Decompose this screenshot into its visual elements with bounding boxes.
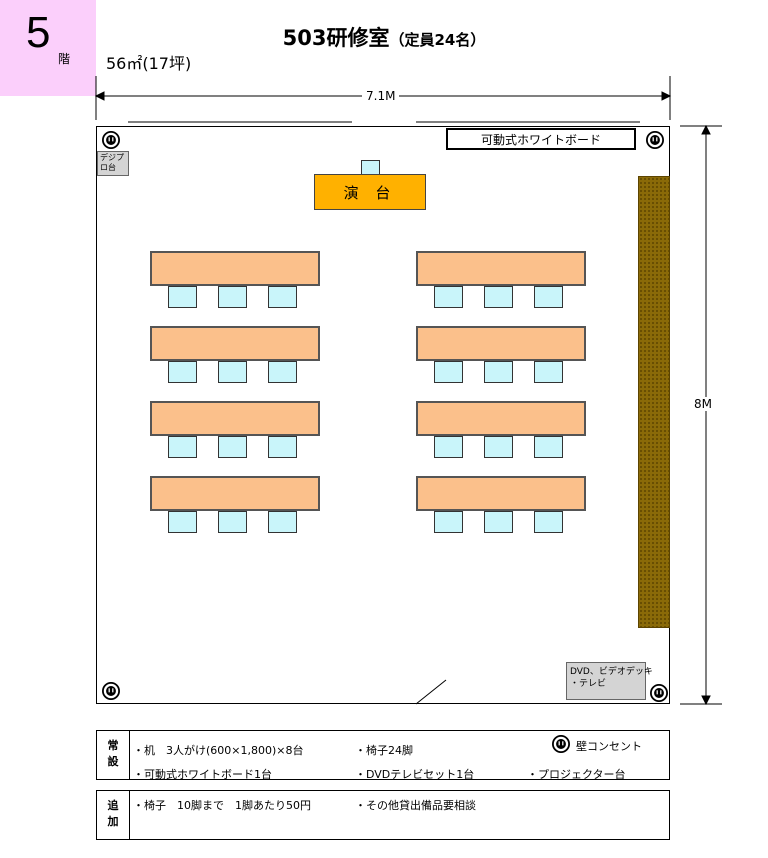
table-divider bbox=[129, 790, 130, 840]
chair bbox=[218, 436, 247, 458]
chair bbox=[168, 511, 197, 533]
podium: 演 台 bbox=[314, 174, 426, 210]
desk bbox=[150, 401, 320, 436]
wall-outlet-icon bbox=[102, 682, 120, 700]
room-name: 503研修室 bbox=[282, 26, 390, 50]
desk bbox=[150, 476, 320, 511]
legend-item: ・その他貸出備品要相談 bbox=[355, 799, 476, 812]
chair bbox=[434, 286, 463, 308]
chair bbox=[268, 286, 297, 308]
desk bbox=[150, 251, 320, 286]
chair bbox=[534, 361, 563, 383]
chair bbox=[268, 436, 297, 458]
additional-equipment-table bbox=[96, 790, 670, 840]
legend-item: ・椅子 10脚まで 1脚あたり50円 bbox=[133, 799, 311, 812]
chair bbox=[434, 511, 463, 533]
room-area: 56㎡(17坪) bbox=[106, 54, 192, 73]
permanent-header: 常 設 bbox=[107, 739, 119, 768]
chair bbox=[534, 286, 563, 308]
chair bbox=[218, 511, 247, 533]
whiteboard: 可動式ホワイトボード bbox=[446, 128, 636, 150]
legend-item: ・椅子24脚 bbox=[355, 744, 413, 757]
legend-item: ・DVDテレビセット1台 bbox=[355, 768, 475, 781]
chair bbox=[484, 436, 513, 458]
chair bbox=[268, 511, 297, 533]
digipro-stand: デジプ ロ台 bbox=[97, 151, 129, 176]
chair bbox=[484, 361, 513, 383]
chair bbox=[168, 436, 197, 458]
legend-item: ・可動式ホワイトボード1台 bbox=[133, 768, 272, 781]
chair bbox=[434, 436, 463, 458]
wall-outlet-icon bbox=[552, 735, 570, 753]
chair bbox=[218, 361, 247, 383]
chair bbox=[168, 286, 197, 308]
chair bbox=[484, 286, 513, 308]
wall-outlet-icon bbox=[102, 131, 120, 149]
desk bbox=[416, 251, 586, 286]
chair bbox=[484, 511, 513, 533]
additional-header: 追 加 bbox=[107, 799, 119, 828]
table-divider bbox=[129, 730, 130, 780]
permanent-equipment-table bbox=[96, 730, 670, 780]
room-capacity: （定員24名） bbox=[389, 31, 486, 49]
wall-shelf bbox=[638, 176, 670, 628]
width-dimension: 7.1M bbox=[362, 89, 400, 103]
outlet-legend-label: 壁コンセント bbox=[576, 740, 642, 753]
desk bbox=[150, 326, 320, 361]
chair bbox=[168, 361, 197, 383]
legend-item: ・プロジェクター台 bbox=[527, 768, 626, 781]
chair bbox=[434, 361, 463, 383]
legend-item: ・机 3人がけ(600×1,800)×8台 bbox=[133, 744, 304, 757]
floor-number: 5 bbox=[26, 8, 51, 57]
floor-badge bbox=[0, 0, 96, 96]
chair bbox=[218, 286, 247, 308]
chair bbox=[534, 436, 563, 458]
chair bbox=[268, 361, 297, 383]
desk bbox=[416, 401, 586, 436]
room-title: 503研修室（定員24名） bbox=[0, 22, 768, 52]
desk bbox=[416, 476, 586, 511]
floor-suffix: 階 bbox=[58, 52, 71, 66]
dvd-tv-stand: DVD、ビデオデッキ ・テレビ bbox=[566, 662, 653, 700]
wall-outlet-icon bbox=[646, 131, 664, 149]
chair bbox=[534, 511, 563, 533]
wall-outlet-icon bbox=[650, 684, 668, 702]
height-dimension: 8M bbox=[690, 397, 716, 411]
desk bbox=[416, 326, 586, 361]
